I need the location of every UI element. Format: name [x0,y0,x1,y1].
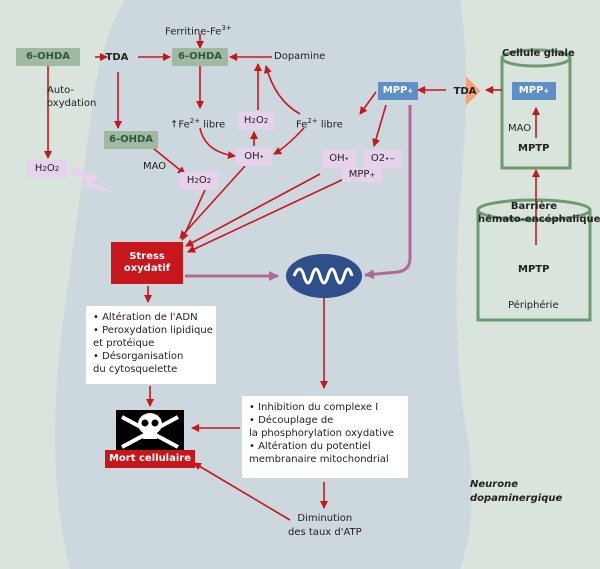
lightning-icon [68,168,120,195]
neurone-dopaminergique-label: Neurone dopaminergique [470,479,563,504]
oh-center-box: OH• [236,148,272,166]
barriere-top [476,198,592,222]
o2-radical-box: O2•− [364,150,402,168]
oh-right-box: OH• [322,150,356,168]
barriere-label: Barrière hémato-encéphalique [478,201,600,225]
alteration-item: • Peroxydation lipidique [93,325,213,336]
alteration-item: et protéique [93,338,155,349]
6-ohda-center-box: 6-OHDA [172,48,228,66]
mort-cellulaire-box: Mort cellulaire [105,450,195,468]
6-ohda-lower-box: 6-OHDA [104,131,158,149]
mpp-glial-box: MPP+ [512,82,556,100]
mao-glial-label: MAO [508,123,532,134]
mitochondria [286,254,362,298]
cellule-gliale-top [500,48,572,68]
inhibition-item: • Découplage de [249,415,334,426]
inhibition-item: membranaire mitochondrial [249,454,389,465]
peripherie-label: Périphérie [508,300,559,311]
alterations-list: • Altération de l'ADN • Peroxydation lip… [86,306,216,384]
auto-oxydation-label: Auto- oxydation [47,85,97,109]
cellule-gliale-label: Cellule gliale [502,48,575,59]
stress-oxydatif-box: Stress oxydatif [111,242,183,284]
ferritine-label: Ferritine-Fe3+ [165,24,232,38]
inhibition-item: • Altération du potentiel [249,441,371,452]
mptp-periph-label: MPTP [518,264,550,275]
diminution-atp-label: Diminution des taux d'ATP [288,513,362,538]
inhibitions-list: • Inhibition du complexe I • Découplage … [242,396,408,478]
alteration-item: du cytosquelette [93,364,178,375]
inhibition-item: • Inhibition du complexe I [249,402,379,413]
inhibition-item: la phosphorylation oxydative [249,428,395,439]
mpp-center-box: MPP+ [378,82,418,100]
mptp-glial-label: MPTP [518,143,550,154]
tda-left-diamond: TDA [100,41,134,73]
mao-left-label: MAO [143,161,167,172]
dopamine-label: Dopamine [274,51,326,62]
mitochondria-cristae [292,267,354,285]
fe2-libre-left-label: ↑Fe2+ libre [170,117,226,131]
6-ohda-left-box: 6-OHDA [16,48,80,66]
tda-right-diamond: TDA [448,75,482,107]
mpp-small-box: MPP+ [342,167,382,182]
fe2-libre-right-label: Fe2+ libre [296,117,343,131]
alteration-item: • Altération de l'ADN [93,312,198,323]
alteration-item: • Désorganisation [93,351,184,362]
